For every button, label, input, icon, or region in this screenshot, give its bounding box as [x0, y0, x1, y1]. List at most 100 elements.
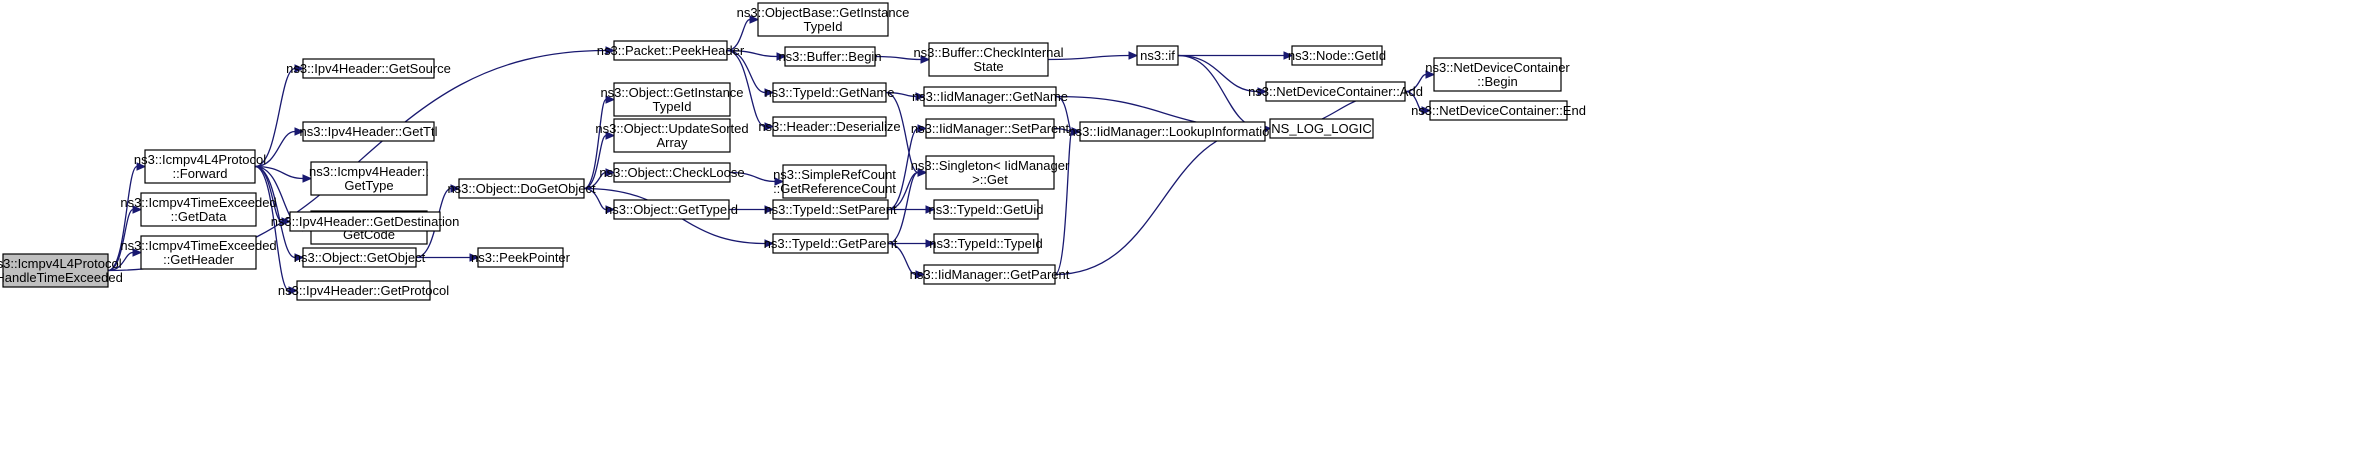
node-box [925, 118, 1055, 139]
node-box [772, 116, 887, 137]
node-imli[interactable]: ns3::IidManager::LookupInformation [1068, 121, 1277, 142]
node-box [302, 247, 417, 268]
arrowhead-icon [764, 122, 775, 131]
node-sing[interactable]: ns3::Singleton< IidManager>::Get [911, 155, 1070, 190]
arrowhead-icon [288, 286, 299, 295]
arrowhead-icon [605, 95, 616, 104]
arrowhead-icon [294, 253, 305, 262]
node-imgp[interactable]: ns3::IidManager::GetParent [910, 264, 1070, 285]
edge-root-to-fwd [107, 162, 147, 272]
node-box [310, 161, 428, 196]
edge-tgn-to-imgn [885, 91, 926, 101]
node-label: ns3::Object::GetObject [294, 250, 426, 265]
node-srgrc[interactable]: ns3::SimpleRefCount::GetReferenceCount [773, 164, 896, 199]
node-label: ns3::TypeId::GetParent [764, 236, 898, 251]
node-ndce[interactable]: ns3::NetDeviceContainer::End [1411, 100, 1586, 121]
node-label: ns3::NetDeviceContainer::Add [1248, 84, 1423, 99]
node-nslog[interactable]: NS_LOG_LOGIC [1269, 118, 1374, 139]
edge-line [107, 165, 138, 272]
arrowhead-icon [605, 205, 616, 214]
node-tegd[interactable]: ns3::Icmpv4TimeExceeded::GetData [120, 192, 277, 227]
node-label: ::Begin [1477, 74, 1517, 89]
node-hdes[interactable]: ns3::Header::Deserialize [758, 116, 901, 137]
node-v4dst[interactable]: ns3::Ipv4Header::GetDestination [271, 211, 460, 232]
node-dogo[interactable]: ns3::Object::DoGetObject [447, 178, 596, 199]
node-tgp[interactable]: ns3::TypeId::GetParent [764, 233, 898, 254]
node-imgn[interactable]: ns3::IidManager::GetName [912, 86, 1068, 107]
node-box [772, 199, 889, 220]
edge-ochk-to-srgrc [729, 171, 785, 186]
node-nif[interactable]: ns3::if [1136, 45, 1179, 66]
node-v4ttl[interactable]: ns3::Ipv4Header::GetTtl [299, 121, 438, 142]
node-label: ns3::NetDeviceContainer [1425, 60, 1570, 75]
edge-line [726, 49, 766, 128]
node-bbeg[interactable]: ns3::Buffer::Begin [778, 46, 882, 67]
edge-line [1047, 54, 1130, 61]
node-box [1265, 81, 1406, 102]
node-box [923, 86, 1057, 107]
edge-tgp-to-sing [887, 168, 928, 245]
edge-line [1404, 90, 1423, 112]
node-box [477, 247, 564, 268]
edge-tgp-to-ttid [887, 239, 936, 248]
edge-tsp-to-imsp [887, 124, 928, 211]
edge-line [885, 91, 919, 174]
node-tegh[interactable]: ns3::Icmpv4TimeExceeded::GetHeader [120, 235, 277, 270]
node-label: ns3::Header::Deserialize [758, 119, 900, 134]
node-tgu[interactable]: ns3::TypeId::GetUid [929, 199, 1044, 220]
node-label: ns3::Icmpv4Header:: [309, 164, 429, 179]
node-box [1433, 57, 1562, 92]
edge-line [583, 98, 607, 190]
node-tgn[interactable]: ns3::TypeId::GetName [764, 82, 895, 103]
node-box [1136, 45, 1179, 66]
node-ogtid[interactable]: ns3::Object::GetTypeId [605, 199, 738, 220]
node-imsp[interactable]: ns3::IidManager::SetParent [911, 118, 1070, 139]
node-label: ns3::TypeId::SetParent [764, 202, 897, 217]
node-ochk[interactable]: ns3::Object::CheckLoose [599, 162, 745, 183]
node-peek[interactable]: ns3::Packet::PeekHeader [597, 40, 745, 61]
edge-fwd-to-getobj [254, 165, 305, 262]
edge-line [874, 55, 922, 61]
arrowhead-icon [925, 239, 936, 248]
node-label: ns3::PeekPointer [471, 250, 571, 265]
node-box [458, 178, 585, 199]
edge-line [726, 49, 778, 58]
arrowhead-icon [281, 217, 292, 226]
node-label: ns3::SimpleRefCount [773, 167, 896, 182]
node-ttid[interactable]: ns3::TypeId::TypeId [929, 233, 1043, 254]
node-label: ns3::Ipv4Header::GetTtl [299, 124, 437, 139]
node-label: ns3::Packet::PeekHeader [597, 43, 745, 58]
node-v4proto[interactable]: ns3::Ipv4Header::GetProtocol [278, 280, 449, 301]
node-tsp[interactable]: ns3::TypeId::SetParent [764, 199, 897, 220]
edge-dogo-to-obgit [583, 95, 616, 190]
arrowhead-icon [917, 124, 928, 133]
node-label: ns3::TypeId::TypeId [929, 236, 1042, 251]
edge-fwd-to-v4src [254, 64, 305, 168]
node-getobj[interactable]: ns3::Object::GetObject [294, 247, 426, 268]
node-box [302, 58, 435, 79]
node-ngid[interactable]: ns3::Node::GetId [1288, 45, 1386, 66]
node-label: ns3::Ipv4Header::GetSource [286, 61, 451, 76]
node-label: ns3::TypeId::GetName [764, 85, 894, 100]
arrowhead-icon [1421, 106, 1432, 115]
node-icgt[interactable]: ns3::Icmpv4Header::GetType [309, 161, 429, 196]
node-box [296, 280, 431, 301]
node-box [923, 264, 1056, 285]
node-ppt[interactable]: ns3::PeekPointer [471, 247, 571, 268]
node-fwd[interactable]: ns3::Icmpv4L4Protocol::Forward [134, 149, 266, 184]
node-ndcb[interactable]: ns3::NetDeviceContainer::Begin [1425, 57, 1570, 92]
node-box [933, 233, 1039, 254]
node-root[interactable]: ns3::Icmpv4L4Protocol::HandleTimeExceede… [0, 253, 123, 288]
node-box [613, 40, 728, 61]
node-box [613, 162, 731, 183]
node-box [613, 82, 731, 117]
edge-line [1054, 127, 1263, 276]
node-label: ns3::Object::GetTypeId [605, 202, 738, 217]
node-label: ns3::Ipv4Header::GetDestination [271, 214, 460, 229]
node-v4src[interactable]: ns3::Ipv4Header::GetSource [286, 58, 451, 79]
node-ndca[interactable]: ns3::NetDeviceContainer::Add [1248, 81, 1423, 102]
